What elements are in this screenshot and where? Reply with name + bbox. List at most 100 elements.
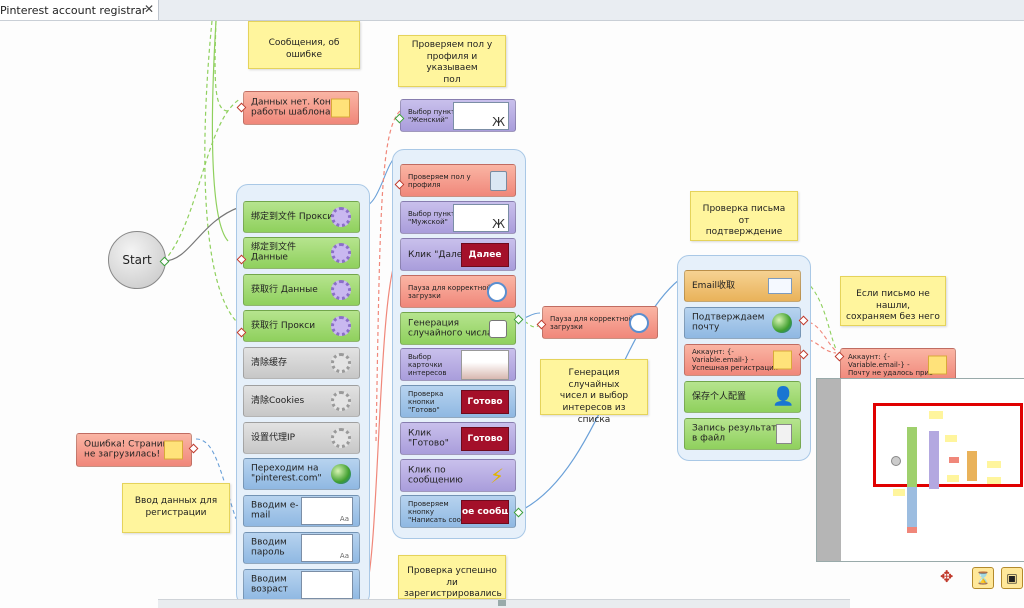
- tab-close-icon[interactable]: ✕: [144, 2, 155, 16]
- node-bind-data[interactable]: 绑定到文件 Данные: [243, 237, 360, 269]
- minimap-note: [987, 461, 1001, 468]
- gear-icon: [331, 243, 351, 263]
- node-label: Аккаунт: {- Variable.email-} - Почту не …: [848, 352, 934, 377]
- preview-mark: Ж: [492, 216, 505, 231]
- sticky-note-icon: [164, 440, 183, 460]
- gear-icon: [331, 391, 351, 411]
- node-pause[interactable]: Пауза для корректной загрузки: [400, 275, 516, 308]
- sticky-note-icon: [773, 350, 792, 370]
- node-get-data[interactable]: 获取行 Данные: [243, 274, 360, 306]
- minimap-note: [893, 489, 905, 496]
- image-thumbnail: [461, 349, 509, 380]
- minimap-group-setup-lower: [907, 487, 917, 529]
- globe-icon: [772, 313, 792, 333]
- node-label: Пауза для корректной загрузки: [550, 314, 634, 331]
- node-label: Аккаунт: {- Variable.email-} - Успешная …: [692, 347, 778, 373]
- write-button-preview: ое сообще: [461, 499, 509, 524]
- node-error-page[interactable]: Ошибка! Страница не загрузилась!: [76, 433, 192, 467]
- node-account-fail[interactable]: Аккаунт: {- Variable.email-} - Почту не …: [840, 348, 956, 381]
- input-preview: [301, 571, 353, 599]
- move-icon[interactable]: ✥: [940, 567, 954, 586]
- node-label: Вводим пароль: [251, 537, 287, 558]
- node-random-number[interactable]: Генерация случайного числа: [400, 312, 516, 345]
- node-enter-password[interactable]: Вводим пароль Aa: [243, 532, 360, 564]
- node-select-female[interactable]: Выбор пункта "Женский" Ж: [400, 99, 516, 132]
- globe-icon: [331, 464, 351, 484]
- node-check-ready[interactable]: Проверка кнопки "Готово" Готово: [400, 385, 516, 418]
- workflow-canvas[interactable]: Сообщения, об ошибке Проверяем пол у про…: [0, 21, 1024, 606]
- note-no-email[interactable]: Если письмо не нашли, сохраняем без него: [840, 276, 946, 326]
- node-label: 保存个人配置: [692, 391, 747, 402]
- preview-mark: Ж: [492, 114, 505, 129]
- node-label: 清除Cookies: [251, 395, 305, 406]
- start-node[interactable]: Start: [108, 231, 166, 289]
- node-click-next[interactable]: Клик "Далее" Далее: [400, 238, 516, 271]
- minimap[interactable]: [816, 378, 1024, 562]
- tab-title: Pinterest account registrar: [0, 4, 147, 17]
- gear-icon: [331, 207, 351, 227]
- clock-icon: [487, 281, 507, 302]
- ready-button-preview: Готово: [461, 389, 509, 414]
- node-save-profile[interactable]: 保存个人配置 👤: [684, 381, 801, 413]
- gear-icon: [331, 353, 351, 373]
- minimap-node: [949, 457, 959, 463]
- node-set-proxy[interactable]: 设置代理IP: [243, 422, 360, 454]
- person-icon: 👤: [772, 386, 795, 407]
- tab-bar: Pinterest account registrar ✕: [0, 0, 1024, 21]
- minimap-note: [945, 435, 957, 442]
- hourglass-icon[interactable]: ⌛: [972, 567, 994, 589]
- node-enter-email[interactable]: Вводим е- mail Aa: [243, 495, 360, 527]
- window-icon[interactable]: ▣: [1001, 567, 1023, 589]
- minimap-group-email: [967, 451, 977, 481]
- node-email-get[interactable]: Email收取: [684, 270, 801, 302]
- note-messages[interactable]: Сообщения, об ошибке: [248, 21, 360, 69]
- node-choose-cards[interactable]: Выбор карточки интересов: [400, 348, 516, 381]
- node-check-write[interactable]: Проверяем кнопку "Написать сооб ое сообщ…: [400, 495, 516, 528]
- note-email-check[interactable]: Проверка письма от подтверждение: [690, 191, 798, 241]
- note-input-data[interactable]: Ввод данных для регистрации: [122, 483, 230, 533]
- minimap-note: [987, 477, 1001, 484]
- node-label: 绑定到文件 Данные: [251, 242, 297, 263]
- node-click-ready[interactable]: Клик "Готово" Готово: [400, 422, 516, 455]
- node-account-success[interactable]: Аккаунт: {- Variable.email-} - Успешная …: [684, 344, 801, 376]
- preview-text: Aa: [339, 552, 349, 560]
- node-label: Проверка кнопки "Готово": [408, 389, 444, 414]
- node-select-male[interactable]: Выбор пункта "Мужской" Ж: [400, 201, 516, 234]
- node-pause-2[interactable]: Пауза для корректной загрузки: [542, 306, 658, 339]
- node-label: 获取行 Данные: [251, 284, 318, 295]
- node-no-data[interactable]: Данных нет. Конец работы шаблона.: [243, 91, 359, 125]
- minimap-start-node: [891, 456, 901, 466]
- ready-button-preview: Готово: [461, 426, 509, 451]
- node-click-message[interactable]: Клик по сообщению ⚡: [400, 459, 516, 492]
- node-write-file[interactable]: Запись результата в файл: [684, 418, 801, 450]
- node-label: Подтверждаем почту: [692, 312, 765, 333]
- gear-icon: [331, 280, 351, 300]
- node-confirm-email[interactable]: Подтверждаем почту: [684, 307, 801, 339]
- lightning-icon: ⚡: [489, 463, 505, 488]
- dropdown-preview: Ж: [453, 101, 509, 130]
- monitor-icon: [490, 170, 507, 191]
- node-label: 绑定到文件 Прокси: [251, 211, 334, 222]
- scrollbar-thumb[interactable]: [498, 600, 506, 606]
- node-clear-cache[interactable]: 清除缓存: [243, 347, 360, 379]
- node-label: Вводим возраст: [251, 574, 289, 595]
- minimap-group-profile: [929, 431, 939, 489]
- node-label: Генерация случайного числа: [408, 318, 493, 339]
- node-label: Выбор пункта "Мужской": [408, 209, 460, 226]
- minimap-viewport[interactable]: [873, 403, 1023, 487]
- minimap-group-setup: [907, 427, 917, 487]
- node-get-proxy[interactable]: 获取行 Прокси: [243, 310, 360, 342]
- note-reg-check[interactable]: Проверка успешно ли зарегистрировались: [398, 555, 506, 599]
- node-check-gender[interactable]: Проверяем пол у профиля: [400, 164, 516, 197]
- sticky-note-icon: [331, 98, 350, 118]
- clock-icon: [629, 312, 649, 333]
- node-goto-pinterest[interactable]: Переходим на "pinterest.com": [243, 458, 360, 490]
- tab-pinterest-registrar[interactable]: Pinterest account registrar ✕: [0, 0, 159, 20]
- node-enter-age[interactable]: Вводим возраст: [243, 569, 360, 601]
- node-label: Вводим е- mail: [251, 500, 299, 521]
- node-bind-proxy[interactable]: 绑定到文件 Прокси: [243, 201, 360, 233]
- minimap-sidebar: [817, 379, 841, 561]
- note-random[interactable]: Генерация случайных чисел и выбор интере…: [540, 359, 648, 425]
- node-clear-cookies[interactable]: 清除Cookies: [243, 385, 360, 417]
- note-gender-check[interactable]: Проверяем пол у профиля и указываем пол: [398, 35, 506, 87]
